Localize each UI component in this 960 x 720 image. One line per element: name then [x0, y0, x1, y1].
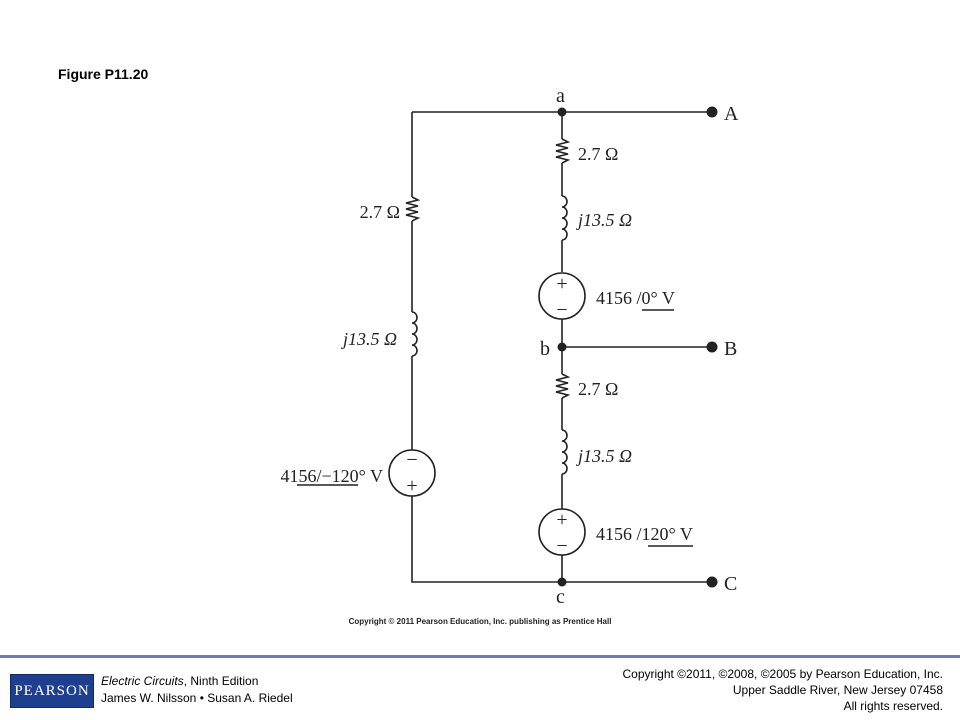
node-b-dot — [557, 342, 567, 352]
source-left-top-sign: − — [406, 449, 417, 471]
source-right-lower-bottom-sign: − — [556, 535, 567, 557]
resistor-right-upper-label: 2.7 Ω — [578, 144, 618, 164]
terminal-B-dot — [706, 341, 718, 353]
terminal-A-dot — [706, 106, 718, 118]
inductor-left-label: j13.5 Ω — [341, 329, 397, 349]
book-authors: James W. Nilsson • Susan A. Riedel — [101, 691, 293, 705]
inductor-right-upper-label: j13.5 Ω — [576, 210, 632, 230]
figure-title: Figure P11.20 — [58, 66, 149, 82]
node-a-label: a — [556, 85, 565, 107]
terminal-B-label: B — [724, 338, 737, 360]
figure-copyright: Copyright © 2011 Pearson Education, Inc.… — [348, 617, 612, 626]
resistor-right-lower-label: 2.7 Ω — [578, 379, 618, 399]
node-a-dot — [557, 107, 567, 117]
pearson-logo: PEARSON — [10, 674, 94, 708]
source-right-lower-top-sign: + — [556, 509, 567, 531]
terminal-A-label: A — [724, 103, 739, 125]
source-left-bottom-sign: + — [406, 475, 417, 497]
circuit-diagram: a b c A B C 2.7 Ω j13.5 Ω − + 4156/−120°… — [280, 85, 739, 608]
copyright-line-3: All rights reserved. — [843, 699, 943, 713]
source-right-upper-label: 4156 /0° V — [596, 288, 675, 308]
resistor-left — [405, 196, 421, 222]
source-right-upper-bottom-sign: − — [556, 299, 567, 321]
source-right-upper-top-sign: + — [556, 273, 567, 295]
node-b-label: b — [540, 338, 550, 360]
copyright-line-1: Copyright ©2011, ©2008, ©2005 by Pearson… — [622, 667, 943, 681]
node-c-dot — [557, 577, 567, 587]
wire-left-bottom — [411, 496, 712, 583]
publisher-copyright: Copyright ©2011, ©2008, ©2005 by Pearson… — [622, 666, 943, 714]
terminal-C-dot — [706, 576, 718, 588]
terminal-C-label: C — [724, 573, 737, 595]
book-edition: , Ninth Edition — [183, 674, 259, 688]
resistor-right-lower — [555, 373, 571, 399]
book-title: Electric Circuits — [101, 674, 184, 688]
resistor-right-upper — [555, 138, 571, 164]
copyright-line-2: Upper Saddle River, New Jersey 07458 — [732, 683, 943, 697]
node-c-label: c — [556, 586, 565, 608]
book-info: Electric Circuits, Ninth Edition James W… — [101, 673, 293, 707]
resistor-left-label: 2.7 Ω — [360, 202, 400, 222]
inductor-left — [411, 311, 418, 357]
inductor-right-lower-label: j13.5 Ω — [576, 446, 632, 466]
footer-divider — [0, 655, 960, 658]
inductor-right-lower — [561, 429, 568, 475]
source-right-lower-label: 4156 /120° V — [596, 524, 693, 544]
inductor-right-upper — [561, 195, 568, 241]
source-left-label: 4156/−120° V — [280, 466, 383, 486]
